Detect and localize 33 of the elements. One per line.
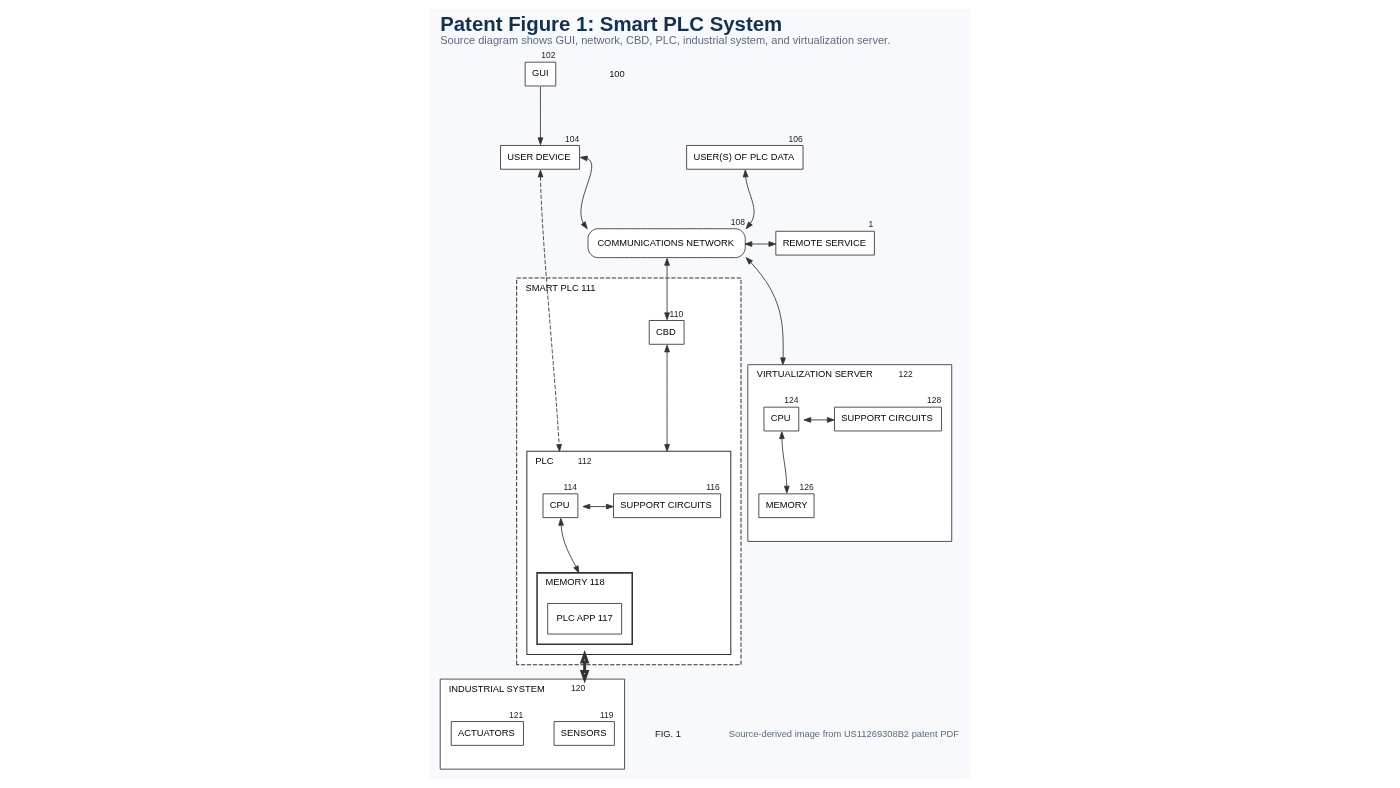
node-label: 124 bbox=[784, 395, 799, 406]
arrow bbox=[744, 241, 777, 247]
node-label: 112 bbox=[577, 455, 592, 466]
arrow bbox=[664, 258, 670, 321]
node-box: PLC APP 117 bbox=[547, 603, 623, 635]
arrow bbox=[742, 169, 755, 230]
arrow bbox=[745, 257, 786, 366]
node-label: 119 bbox=[599, 709, 614, 720]
node-label: 108 bbox=[730, 216, 745, 227]
node-label: 121 bbox=[509, 709, 524, 720]
diagram-title: Patent Figure 1: Smart PLC System bbox=[440, 12, 783, 35]
node-label: 106 bbox=[788, 133, 803, 144]
arrow bbox=[558, 518, 580, 574]
arrow bbox=[582, 503, 614, 510]
arrow bbox=[537, 86, 544, 146]
node-label: 116 bbox=[706, 482, 720, 493]
arrow bbox=[803, 417, 835, 423]
node-label: 102 bbox=[541, 50, 556, 61]
arrow bbox=[537, 169, 562, 452]
node-label: 120 bbox=[571, 683, 586, 694]
node-label: 1 bbox=[868, 219, 874, 230]
node-label: 110 bbox=[669, 308, 684, 319]
label: Source-derived image from US11269308B2 patent PDF bbox=[728, 728, 959, 739]
node-label: 114 bbox=[563, 482, 577, 493]
node-label: 128 bbox=[927, 395, 942, 406]
node-label: 104 bbox=[565, 133, 580, 144]
arrow bbox=[779, 431, 790, 494]
arrow bbox=[664, 344, 670, 452]
node-label: 126 bbox=[799, 482, 814, 493]
node-label: 122 bbox=[898, 369, 913, 380]
label: 100 bbox=[609, 69, 625, 80]
label: FIG. 1 bbox=[654, 728, 681, 739]
arrow bbox=[579, 155, 593, 230]
